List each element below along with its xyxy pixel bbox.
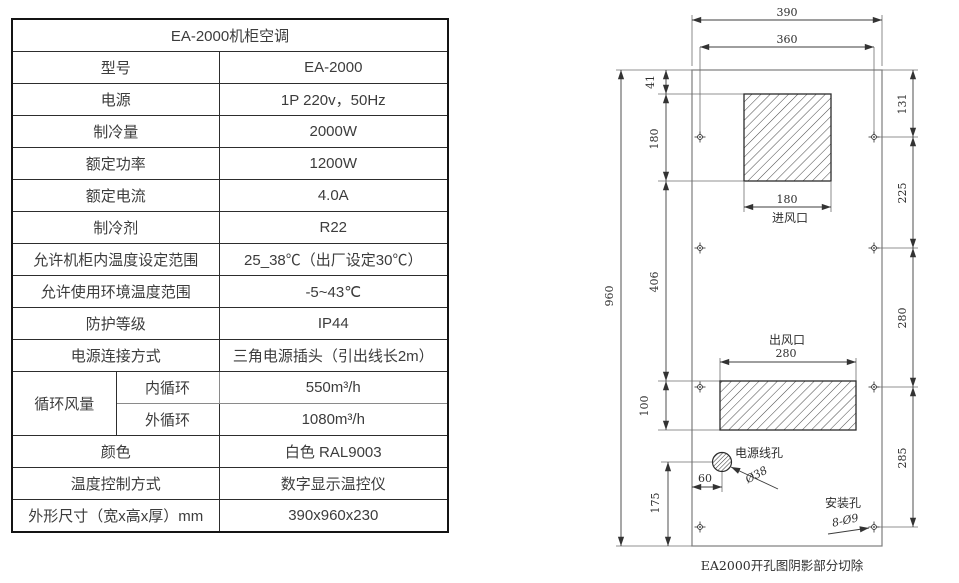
dim-inlet-width: 180	[777, 193, 798, 206]
dim-inlet-to-outlet: 406	[648, 272, 661, 293]
spec-value: -5~43℃	[218, 275, 449, 308]
spec-label: 防护等级	[11, 307, 220, 340]
table-row-airflow-inner: 循环风量 内循环 550m³/h	[11, 371, 449, 436]
dim-power-y: 175	[649, 493, 662, 514]
spec-label: 颜色	[11, 435, 220, 468]
spec-value: 三角电源插头（引出线长2m）	[218, 339, 449, 372]
spec-value: 数字显示温控仪	[218, 467, 449, 500]
spec-value: EA-2000	[218, 51, 449, 84]
airflow-inner-value: 550m³/h	[218, 371, 449, 404]
spec-label: 外形尺寸（宽x高x厚）mm	[11, 499, 220, 533]
dim-right-bottom: 285	[896, 448, 909, 469]
power-hole-label: 电源线孔	[735, 446, 783, 460]
spec-value: 25_38℃（出厂设定30℃）	[218, 243, 449, 276]
mount-hole-label: 安装孔	[825, 495, 861, 510]
table-row-airflow-outer: 外循环 1080m³/h	[12, 403, 449, 436]
spec-value: 白色 RAL9003	[218, 435, 449, 468]
dim-right-top: 131	[896, 94, 909, 115]
spec-label: 制冷量	[11, 115, 220, 148]
dim-right-mid1: 225	[896, 183, 909, 204]
table-row: 允许使用环境温度范围-5~43℃	[11, 275, 449, 308]
outlet-label: 出风口	[769, 333, 805, 347]
airflow-outer-label: 外循环	[115, 403, 220, 436]
dim-power-x: 60	[698, 472, 712, 485]
spec-value: 1200W	[218, 147, 449, 180]
outlet-cutout	[719, 380, 857, 431]
spec-label: 温度控制方式	[11, 467, 220, 500]
dim-overall-width: 390	[777, 6, 798, 19]
airflow-label: 循环风量	[11, 371, 117, 436]
dim-outlet-width: 280	[776, 347, 797, 360]
drawing-caption: EA2000开孔图阴影部分切除	[701, 558, 864, 573]
panel-outline	[691, 69, 883, 547]
dim-hole-span: 360	[777, 33, 798, 46]
spec-value: 1P 220v，50Hz	[218, 83, 449, 116]
power-hole-leader	[730, 466, 779, 490]
spec-value: IP44	[218, 307, 449, 340]
mount-hole-spec: 8-Ø9	[831, 511, 860, 529]
spec-value: 4.0A	[218, 179, 449, 212]
power-cable-hole	[711, 451, 733, 473]
spec-value: 390x960x230	[218, 499, 449, 533]
dim-right-mid2: 280	[896, 308, 909, 329]
mount-hole-leader	[827, 526, 870, 535]
dim-inlet-height: 180	[648, 129, 661, 150]
inlet-label: 进风口	[772, 211, 808, 225]
dim-overall-height: 960	[603, 286, 616, 307]
airflow-outer-value: 1080m³/h	[218, 403, 449, 436]
spec-label: 额定电流	[11, 179, 220, 212]
dim-outlet-height: 100	[638, 396, 651, 417]
inlet-cutout	[743, 93, 832, 182]
spec-label: 允许机柜内温度设定范围	[11, 243, 220, 276]
airflow-inner-label: 内循环	[115, 371, 220, 404]
dim-top-to-inlet: 41	[644, 75, 657, 89]
table-row: 温度控制方式数字显示温控仪	[11, 467, 449, 500]
table-row: 颜色白色 RAL9003	[11, 435, 449, 468]
